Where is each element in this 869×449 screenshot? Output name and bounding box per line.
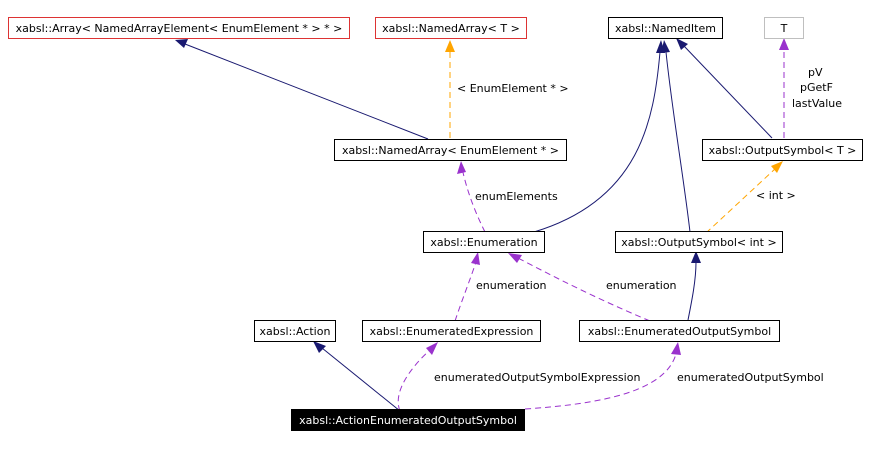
arrow-inherit [313, 341, 326, 353]
edge-enumerated-output-symbol-to-enumeration [517, 257, 651, 322]
node-output-symbol-int[interactable]: xabsl::OutputSymbol< int > [615, 231, 783, 253]
edge-enumerated-expression-to-enumeration [454, 261, 477, 322]
edge-named-array-enum-to-array [184, 43, 429, 140]
node-enumeration[interactable]: xabsl::Enumeration [423, 231, 545, 253]
node-named-array-enum-element[interactable]: xabsl::NamedArray< EnumElement * > [334, 139, 567, 161]
node-named-array-t[interactable]: xabsl::NamedArray< T > [375, 17, 527, 39]
edge-action-enum-to-enumerated-output-symbol [524, 353, 677, 410]
arrow-usage [457, 161, 466, 174]
label-int-template: < int > [756, 189, 796, 202]
arrow-inherit [691, 251, 701, 263]
edge-output-symbol-int-to-output-symbol-t [705, 167, 777, 234]
arrow-usage [508, 253, 522, 263]
arrow-usage [471, 252, 480, 265]
node-output-symbol-t[interactable]: xabsl::OutputSymbol< T > [702, 139, 863, 161]
edge-action-enum-to-action [321, 347, 401, 412]
label-enum-element-template: < EnumElement * > [457, 82, 569, 95]
node-enumerated-expression[interactable]: xabsl::EnumeratedExpression [362, 320, 541, 342]
node-enumerated-output-symbol[interactable]: xabsl::EnumeratedOutputSymbol [579, 320, 780, 342]
arrow-usage [671, 342, 681, 355]
edge-action-enum-to-enumerated-expression [397, 349, 431, 412]
label-pgetf: pGetF [800, 81, 833, 94]
arrow-template [445, 40, 455, 52]
edge-output-symbol-t-to-named-item [683, 45, 773, 139]
node-action-enumerated-output-symbol[interactable]: xabsl::ActionEnumeratedOutputSymbol [291, 409, 525, 431]
label-pv: pV [808, 66, 823, 79]
label-enumeration-output: enumeration [606, 279, 677, 292]
node-action[interactable]: xabsl::Action [254, 320, 336, 342]
label-enumerated-output-symbol-expression: enumeratedOutputSymbolExpression [434, 371, 641, 384]
arrow-inherit [175, 39, 188, 48]
edge-enumeration-to-named-array-enum [461, 167, 486, 233]
node-array-named-array-element[interactable]: xabsl::Array< NamedArrayElement< EnumEle… [8, 17, 350, 39]
node-t[interactable]: T [764, 17, 804, 39]
node-named-item[interactable]: xabsl::NamedItem [608, 17, 723, 39]
arrow-usage [426, 342, 438, 355]
arrow-template [771, 161, 783, 173]
label-enum-elements: enumElements [475, 190, 558, 203]
arrow-inherit [676, 38, 688, 50]
label-lastvalue: lastValue [792, 97, 843, 110]
label-enumerated-output-symbol: enumeratedOutputSymbol [677, 371, 824, 384]
edge-output-symbol-int-to-named-item [665, 51, 691, 233]
arrow-usage [779, 38, 789, 50]
edge-enumerated-output-symbol-to-output-symbol-int [687, 261, 697, 321]
edge-enumeration-to-named-item [533, 51, 661, 233]
label-enumeration-expression: enumeration [476, 279, 547, 292]
arrow-inherit [661, 40, 670, 53]
